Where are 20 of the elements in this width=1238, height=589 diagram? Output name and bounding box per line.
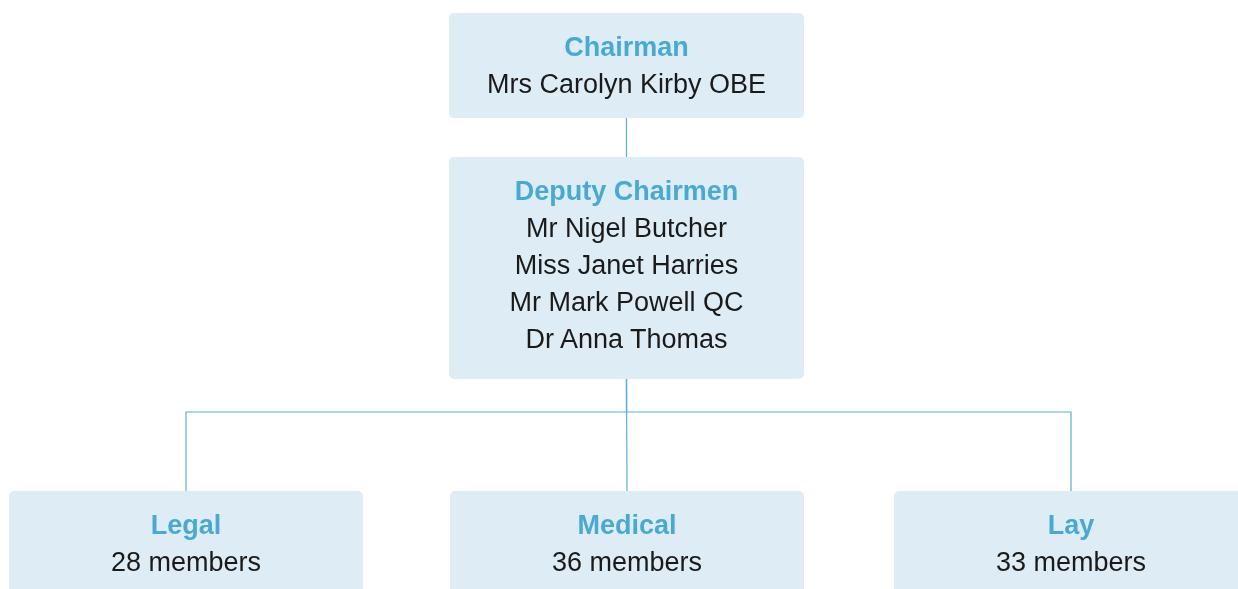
member-text: Miss Janet Harries (514, 249, 739, 282)
member-text: 28 members (110, 546, 262, 579)
role-heading: Lay (1047, 509, 1095, 542)
org-box (894, 491, 1238, 589)
member-text: Mr Nigel Butcher (525, 212, 728, 245)
member-text: Mr Mark Powell QC (509, 286, 744, 319)
connector-line (625, 378, 1072, 492)
org-box (449, 157, 804, 379)
member-text: Mrs Carolyn Kirby OBE (486, 68, 767, 101)
member-text: 33 members (995, 546, 1147, 579)
member-text: 36 members (551, 546, 703, 579)
org-box (449, 13, 804, 118)
member-text: Dr Anna Thomas (525, 323, 728, 356)
org-box (9, 491, 363, 589)
org-box (450, 491, 804, 589)
role-heading: Legal (150, 509, 222, 542)
role-heading: Medical (577, 509, 677, 542)
role-heading: Chairman (564, 31, 689, 64)
role-heading: Deputy Chairmen (514, 175, 739, 208)
connector-line (625, 117, 628, 158)
